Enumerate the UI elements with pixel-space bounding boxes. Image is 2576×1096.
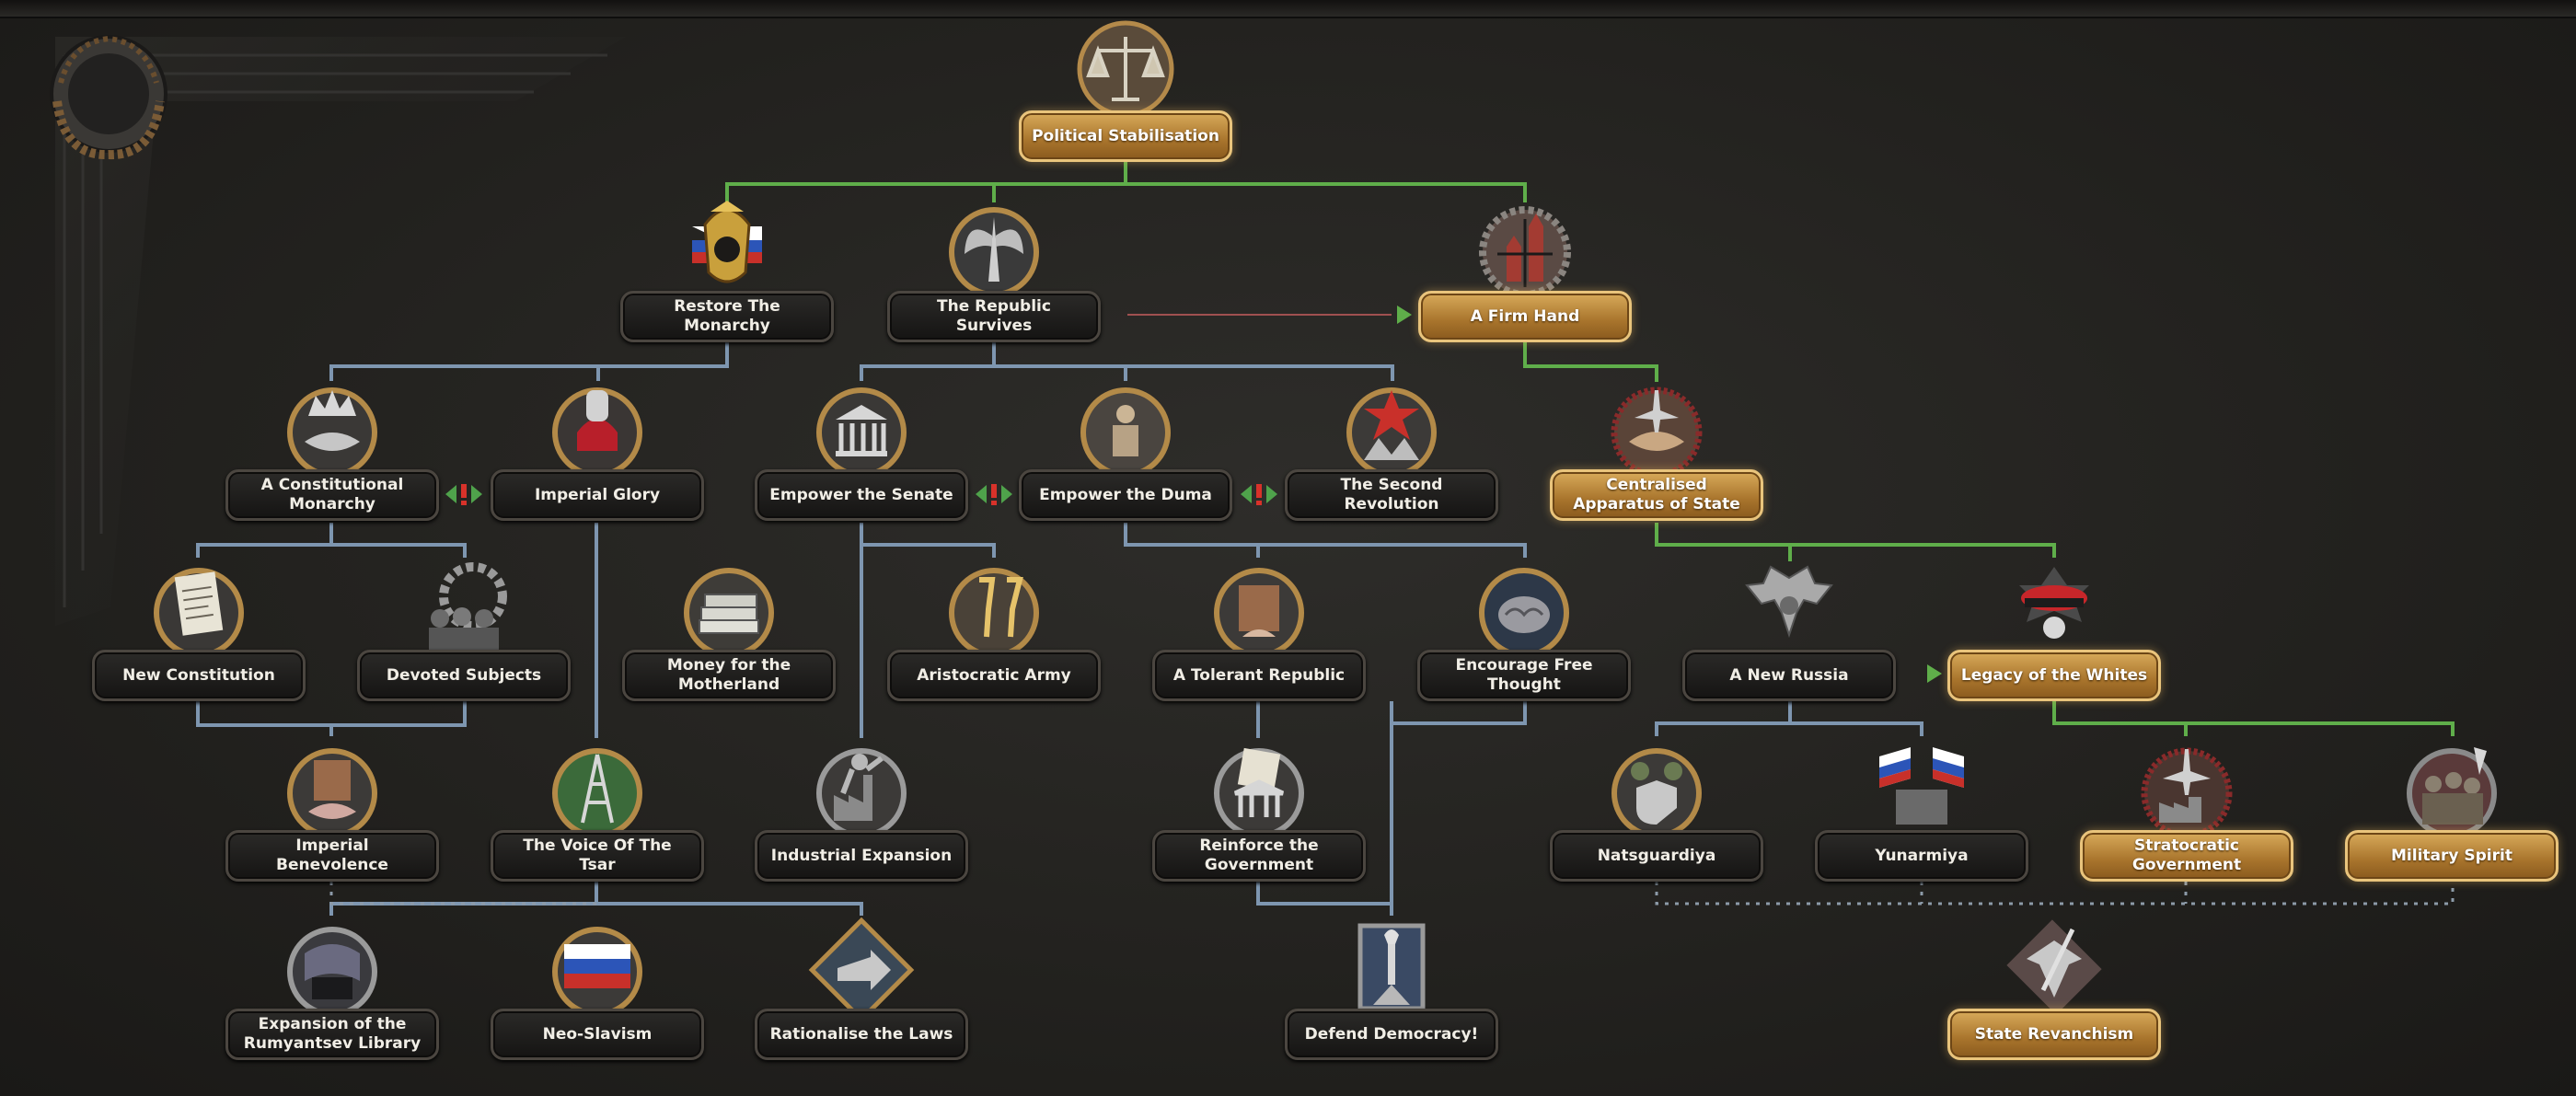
focus-label: Reinforce the Government — [1152, 830, 1366, 882]
mutually-exclusive-icon — [445, 482, 482, 506]
arrow-to-firm-hand — [1397, 306, 1412, 324]
focus-imperial-benevolence[interactable]: Imperial Benevolence — [225, 738, 439, 848]
mutually-exclusive-icon — [1241, 482, 1277, 506]
focus-label: Rationalise the Laws — [755, 1009, 968, 1060]
focus-stratocratic-government[interactable]: Stratocratic Government — [2080, 738, 2293, 848]
ballot-handshake-icon — [277, 738, 387, 839]
focus-state-revanchism[interactable]: State Revanchism — [1947, 917, 2161, 1027]
focus-label: Neo-Slavism — [491, 1009, 704, 1060]
senate-building-icon — [806, 377, 917, 479]
focus-yunarmiya[interactable]: Yunarmiya — [1815, 738, 2028, 848]
focus-label: Imperial Glory — [491, 469, 704, 521]
map-arrow-icon — [806, 917, 917, 1018]
focus-reinforce-the-government[interactable]: Reinforce the Government — [1152, 738, 1366, 848]
focus-label: Natsguardiya — [1550, 830, 1763, 882]
focus-aristocratic-army[interactable]: Aristocratic Army — [887, 558, 1101, 668]
focus-centralised-apparatus-of-state[interactable]: Centralised Apparatus of State — [1550, 377, 1763, 488]
focus-label: A Tolerant Republic — [1152, 650, 1366, 701]
focus-label: Political Stabilisation — [1019, 110, 1232, 162]
ballot-box-icon — [1204, 558, 1314, 659]
focus-the-voice-of-the-tsar[interactable]: The Voice Of The Tsar — [491, 738, 704, 848]
focus-a-tolerant-republic[interactable]: A Tolerant Republic — [1152, 558, 1366, 668]
focus-new-constitution[interactable]: New Constitution — [92, 558, 306, 668]
kremlin-icon — [1470, 199, 1580, 300]
focus-label: Aristocratic Army — [887, 650, 1101, 701]
jet-factory-icon — [2131, 738, 2242, 839]
focus-a-constitutional-monarchy[interactable]: A Constitutional Monarchy — [225, 377, 439, 488]
focus-label: A New Russia — [1682, 650, 1896, 701]
focus-label: Industrial Expansion — [755, 830, 968, 882]
flags-cadets-icon — [1866, 738, 1977, 839]
focus-label: Military Spirit — [2345, 830, 2559, 882]
focus-restore-the-monarchy[interactable]: Restore The Monarchy — [620, 199, 834, 309]
winged-victory-icon — [939, 199, 1049, 300]
crowd-gear-icon — [409, 558, 519, 659]
liberty-torch-icon — [1336, 917, 1447, 1018]
focus-a-firm-hand[interactable]: A Firm Hand — [1418, 199, 1632, 309]
soldiers-shield-icon — [1601, 738, 1712, 839]
focus-a-new-russia[interactable]: A New Russia — [1682, 558, 1896, 668]
focus-label: The Voice Of The Tsar — [491, 830, 704, 882]
focus-the-republic-survives[interactable]: The Republic Survives — [887, 199, 1101, 309]
focus-industrial-expansion[interactable]: Industrial Expansion — [755, 738, 968, 848]
constitution-document-icon — [144, 558, 254, 659]
focus-label: A Firm Hand — [1418, 291, 1632, 342]
scales-of-justice-icon — [1070, 18, 1181, 120]
focus-label: Imperial Benevolence — [225, 830, 439, 882]
focus-legacy-of-the-whites[interactable]: Legacy of the Whites — [1947, 558, 2161, 668]
focus-defend-democracy[interactable]: Defend Democracy! — [1285, 917, 1498, 1027]
focus-label: Expansion of the Rumyantsev Library — [225, 1009, 439, 1060]
mutually-exclusive-icon — [976, 482, 1012, 506]
eagle-dagger-icon — [1999, 917, 2109, 1018]
focus-devoted-subjects[interactable]: Devoted Subjects — [357, 558, 571, 668]
focus-label: Encourage Free Thought — [1417, 650, 1631, 701]
focus-military-spirit[interactable]: Military Spirit — [2345, 738, 2559, 848]
focus-label: Empower the Senate — [755, 469, 968, 521]
double-headed-eagle-icon — [1734, 558, 1844, 659]
arrow-to-legacy — [1927, 664, 1942, 683]
worker-factory-icon — [806, 738, 917, 839]
champagne-glasses-icon — [939, 558, 1049, 659]
crown-handshake-icon — [277, 377, 387, 479]
focus-encourage-free-thought[interactable]: Encourage Free Thought — [1417, 558, 1631, 668]
focus-label: Restore The Monarchy — [620, 291, 834, 342]
money-stack-icon — [674, 558, 784, 659]
focus-label: The Republic Survives — [887, 291, 1101, 342]
radio-tower-icon — [542, 738, 653, 839]
focus-label: Defend Democracy! — [1285, 1009, 1498, 1060]
focus-neo-slavism[interactable]: Neo-Slavism — [491, 917, 704, 1027]
focus-imperial-glory[interactable]: Imperial Glory — [491, 377, 704, 488]
focus-label: Centralised Apparatus of State — [1550, 469, 1763, 521]
focus-empower-the-duma[interactable]: Empower the Duma — [1019, 377, 1232, 488]
focus-label: Empower the Duma — [1019, 469, 1232, 521]
focus-label: Devoted Subjects — [357, 650, 571, 701]
focus-the-second-revolution[interactable]: The Second Revolution — [1285, 377, 1498, 488]
government-documents-icon — [1204, 738, 1314, 839]
handshake-plane-icon — [1601, 377, 1712, 479]
focus-label: New Constitution — [92, 650, 306, 701]
brain-icon — [1469, 558, 1579, 659]
officer-cap-skull-icon — [1999, 558, 2109, 659]
focus-label: The Second Revolution — [1285, 469, 1498, 521]
library-books-icon — [277, 917, 387, 1018]
soldiers-flag-icon — [2397, 738, 2507, 839]
fist-crown-icon — [542, 377, 653, 479]
imperial-eagle-crest-icon — [672, 199, 782, 300]
focus-label: Yunarmiya — [1815, 830, 2028, 882]
focus-label: Money for the Motherland — [622, 650, 836, 701]
focus-label: Legacy of the Whites — [1947, 650, 2161, 701]
focus-political-stabilisation[interactable]: Political Stabilisation — [1019, 18, 1232, 129]
focus-label: State Revanchism — [1947, 1009, 2161, 1060]
focus-label: A Constitutional Monarchy — [225, 469, 439, 521]
duma-statue-icon — [1070, 377, 1181, 479]
red-star-revolution-icon — [1336, 377, 1447, 479]
russian-flag-icon — [542, 917, 653, 1018]
focus-expansion-of-the-rumyantsev-library[interactable]: Expansion of the Rumyantsev Library — [225, 917, 439, 1027]
focus-rationalise-the-laws[interactable]: Rationalise the Laws — [755, 917, 968, 1027]
focus-money-for-the-motherland[interactable]: Money for the Motherland — [622, 558, 836, 668]
focus-label: Stratocratic Government — [2080, 830, 2293, 882]
focus-empower-the-senate[interactable]: Empower the Senate — [755, 377, 968, 488]
focus-natsguardiya[interactable]: Natsguardiya — [1550, 738, 1763, 848]
